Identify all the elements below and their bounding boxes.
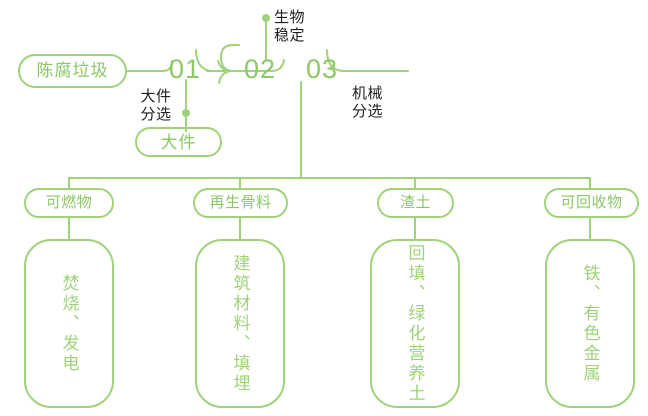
stage-02-annotation: 生物 稳定 [274, 9, 306, 44]
detail-box-label-1: 焚烧、发电 [59, 273, 79, 374]
stage-number-01[interactable]: 01 [168, 54, 202, 84]
output-pill-label-4[interactable]: 可回收物 [560, 194, 623, 211]
detail-box-shape-3 [370, 239, 460, 408]
detail-box-shape-2 [195, 239, 285, 408]
node-01-left-arc [161, 60, 173, 72]
bulk-endpoint-dot [182, 109, 190, 117]
node-02-bottom-tail [218, 70, 234, 84]
detail-box-shape-1 [24, 239, 114, 408]
node-03-top-arc [326, 49, 344, 72]
detail-box-label-3: 回填、绿化营养土 [405, 243, 425, 404]
output-pill-label-1[interactable]: 可燃物 [45, 194, 93, 211]
source-pill-label[interactable]: 陈腐垃圾 [36, 61, 109, 80]
stage-01-annotation: 大件 分选 [140, 88, 172, 123]
bulk-pill-shape [135, 127, 222, 157]
output-pill-label-2[interactable]: 再生骨料 [209, 194, 272, 211]
stage-number-03[interactable]: 03 [305, 54, 339, 84]
bulk-pill-label[interactable]: 大件 [160, 133, 197, 152]
detail-box-label-4: 铁、有色金属 [580, 263, 600, 384]
bio-endpoint-dot [262, 14, 270, 22]
output-pill-shape-4 [544, 188, 639, 218]
stage-03-annotation: 机械 分选 [352, 85, 384, 120]
node-02-incoming-arc [219, 44, 240, 72]
output-pill-label-3[interactable]: 渣土 [399, 194, 431, 211]
detail-box-label-2: 建筑材料、填埋 [230, 253, 250, 394]
detail-box-shape-4 [545, 239, 635, 408]
node-02-right-arc [271, 59, 285, 72]
stage-number-02[interactable]: 02 [243, 54, 277, 84]
